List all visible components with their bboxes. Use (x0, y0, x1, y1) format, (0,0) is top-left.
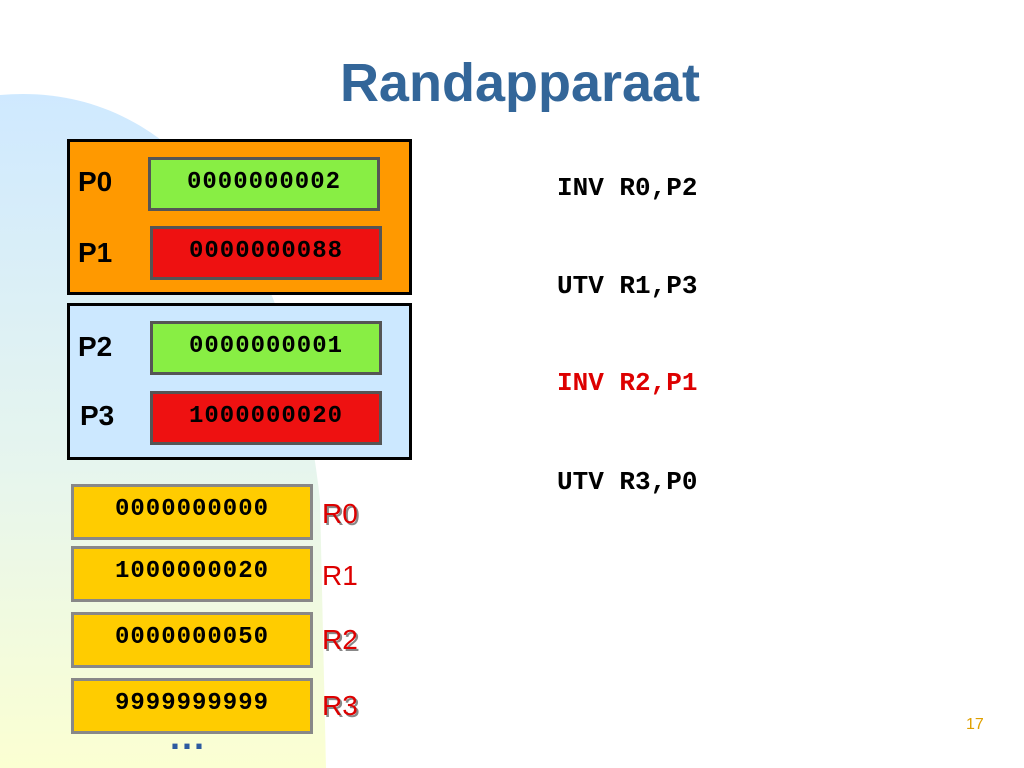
register-value-r2: 0000000050 (71, 612, 313, 668)
register-label-r0: R0 (322, 498, 358, 529)
port-value-p2: 0000000001 (150, 321, 382, 375)
instruction-1: INV R0,P2 (557, 173, 698, 203)
port-value-p1: 0000000088 (150, 226, 382, 280)
page-number: 17 (966, 716, 984, 733)
register-value-r0: 0000000000 (71, 484, 313, 540)
port-label-p2: P2 (78, 331, 113, 362)
register-value-r1: 1000000020 (71, 546, 313, 602)
register-label-r2: R2 (322, 624, 358, 655)
instruction-2: UTV R1,P3 (557, 271, 698, 301)
instruction-4: UTV R3,P0 (557, 467, 698, 497)
register-label-r3: R3 (322, 690, 358, 721)
port-value-p0: 0000000002 (148, 157, 380, 211)
register-value-r3: 9999999999 (71, 678, 313, 734)
port-label-p0: P0 (78, 166, 113, 197)
port-label-p1: P1 (78, 237, 113, 268)
slide-title: Randapparaat (339, 53, 701, 113)
more-registers-indicator: ... (170, 716, 207, 757)
instruction-3-highlighted: INV R2,P1 (557, 368, 698, 398)
register-label-r1: R1 (322, 560, 358, 591)
port-value-p3: 1000000020 (150, 391, 382, 445)
port-label-p3: P3 (80, 400, 115, 431)
